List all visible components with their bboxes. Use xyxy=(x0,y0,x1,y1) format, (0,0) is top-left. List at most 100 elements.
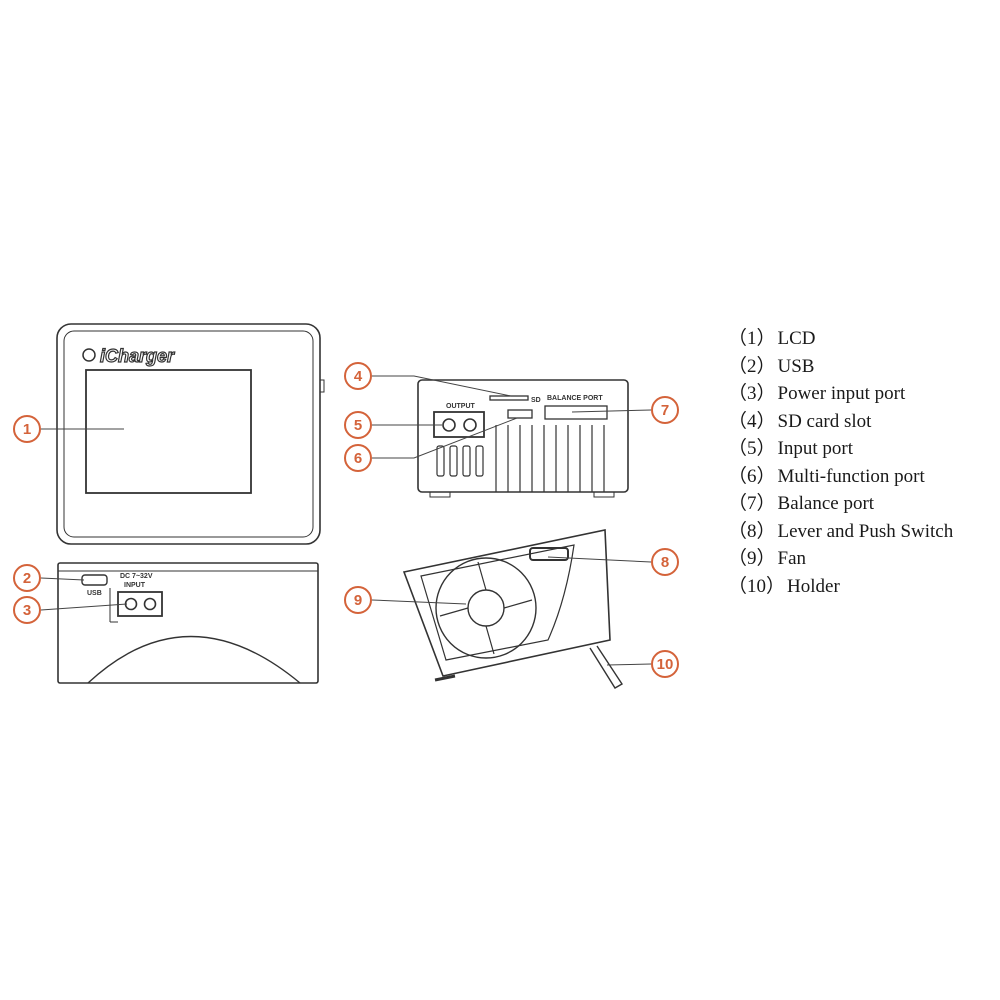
output-label: OUTPUT xyxy=(446,403,476,410)
front-view xyxy=(56,323,325,545)
fan-hub xyxy=(467,589,505,627)
svg-text:2: 2 xyxy=(23,570,31,587)
front-housing xyxy=(56,323,321,545)
rear-housing xyxy=(417,379,629,493)
rear-vent-2 xyxy=(449,445,458,477)
svg-text:5: 5 xyxy=(354,417,362,434)
svg-text:7: 7 xyxy=(661,402,669,419)
fan-blades xyxy=(439,561,533,655)
parts-legend: （1）LCD （2）USB （3）Power input port （4）SD … xyxy=(728,325,990,600)
legend-label: Multi-function port xyxy=(777,465,925,487)
side-button xyxy=(319,379,325,393)
power-pin-left xyxy=(124,597,138,611)
svg-text:8: 8 xyxy=(661,554,669,571)
callout-7: 7 xyxy=(651,396,679,424)
heatsink-fins xyxy=(495,425,605,492)
callout-6: 6 xyxy=(344,444,372,472)
leader-4 xyxy=(372,375,512,397)
legend-label: Balance port xyxy=(777,493,875,514)
legend-item-lever-push-switch: （8）Lever and Push Switch xyxy=(728,518,990,546)
fan-ring xyxy=(435,557,537,659)
holder-leg xyxy=(589,645,623,689)
usb-port xyxy=(81,574,108,586)
leader-lines xyxy=(40,375,652,666)
legend-item-holder: （10）Holder xyxy=(728,573,990,601)
legend-number: （8） xyxy=(728,520,776,542)
legend-item-lcd: （1）LCD xyxy=(728,325,990,353)
legend-number: （6） xyxy=(728,465,776,487)
leader-7 xyxy=(571,409,652,413)
legend-label: Fan xyxy=(777,548,807,569)
brand-logo-icon xyxy=(82,348,96,362)
rear-foot-left xyxy=(429,491,451,498)
svg-text:6: 6 xyxy=(354,450,362,467)
callout-10: 10 xyxy=(651,650,679,678)
legend-number: （2） xyxy=(728,355,776,377)
leader-8 xyxy=(547,556,652,563)
legend-item-usb: （2）USB xyxy=(728,353,990,381)
callout-1: 1 xyxy=(13,415,41,443)
tilted-foot-left xyxy=(434,674,456,682)
legend-number: （4） xyxy=(728,410,776,432)
legend-item-balance-port: （7）Balance port xyxy=(728,490,990,518)
svg-text:4: 4 xyxy=(354,368,363,385)
leader-3 xyxy=(40,603,128,611)
leader-2 xyxy=(40,577,85,581)
rear-vent-3 xyxy=(462,445,471,477)
legend-label: Lever and Push Switch xyxy=(777,520,954,542)
front-bezel xyxy=(63,330,314,538)
svg-text:9: 9 xyxy=(354,592,362,609)
legend-item-multi-function-port: （6）Multi-function port xyxy=(728,463,990,491)
legend-item-fan: （9）Fan xyxy=(728,545,990,573)
legend-item-sd-card-slot: （4）SD card slot xyxy=(728,408,990,436)
svg-text:10: 10 xyxy=(657,656,674,673)
callout-4: 4 xyxy=(344,362,372,390)
leader-6 xyxy=(372,417,518,459)
rear-vent-1 xyxy=(436,445,445,477)
side-view xyxy=(57,562,319,684)
legend-label: SD card slot xyxy=(777,410,872,432)
callout-2: 2 xyxy=(13,564,41,592)
multi-function-port xyxy=(507,409,533,419)
callout-8: 8 xyxy=(651,548,679,576)
brand-logo-text: iCharger xyxy=(100,346,175,366)
lever-switch xyxy=(529,547,569,561)
rear-vent-4 xyxy=(475,445,484,477)
legend-label: USB xyxy=(777,355,815,377)
dc-voltage-label: DC 7~32V xyxy=(120,573,153,580)
sd-label: SD xyxy=(531,397,541,404)
legend-label: Input port xyxy=(777,438,853,459)
legend-number: （9） xyxy=(728,548,776,569)
legend-label: Holder xyxy=(787,575,840,597)
leader-10 xyxy=(606,663,652,666)
callout-9: 9 xyxy=(344,586,372,614)
tilted-housing xyxy=(402,529,611,677)
tilted-view xyxy=(402,529,623,689)
callout-5: 5 xyxy=(344,411,372,439)
legend-item-power-input-port: （3）Power input port xyxy=(728,380,990,408)
side-housing xyxy=(57,562,319,684)
balance-port-connector xyxy=(544,405,608,420)
svg-text:3: 3 xyxy=(23,602,31,619)
fan-panel xyxy=(420,544,575,661)
usb-label: USB xyxy=(87,590,102,597)
output-pin-right xyxy=(463,418,477,432)
legend-number: （5） xyxy=(728,438,776,459)
power-input-port xyxy=(117,591,163,617)
side-stand-arc xyxy=(87,635,301,684)
balance-port-label: BALANCE PORT xyxy=(547,395,603,402)
legend-number: （7） xyxy=(728,493,776,514)
legend-item-input-port: （5）Input port xyxy=(728,435,990,463)
legend-label: LCD xyxy=(777,328,816,349)
callout-3: 3 xyxy=(13,596,41,624)
input-label: INPUT xyxy=(124,582,146,589)
legend-label: Power input port xyxy=(777,383,906,404)
sd-card-slot xyxy=(489,395,529,401)
legend-number: （10） xyxy=(728,575,786,597)
svg-text:1: 1 xyxy=(23,421,31,438)
legend-number: （1） xyxy=(728,328,776,349)
callout-markers: 1 2 3 4 5 6 7 8 xyxy=(13,362,679,678)
leader-9 xyxy=(371,599,467,605)
legend-number: （3） xyxy=(728,383,776,404)
